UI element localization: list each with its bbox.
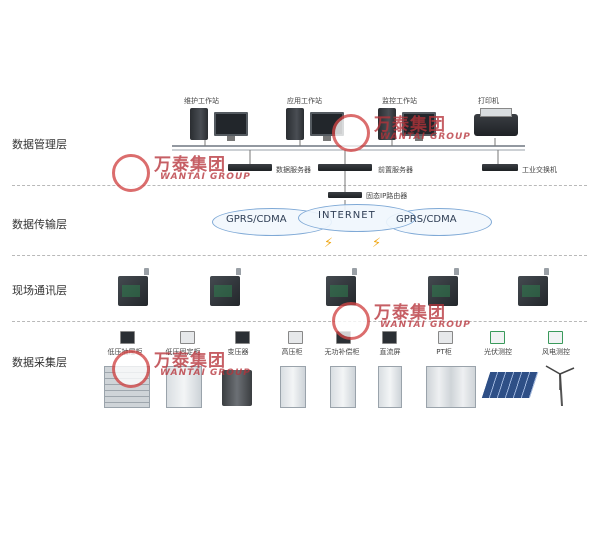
equipment-label: 风电测控 xyxy=(542,348,570,356)
field-gateway-icon xyxy=(210,276,240,306)
pt-cabinet xyxy=(426,366,476,408)
wantai-logo-icon xyxy=(112,154,150,192)
monitoring-workstation-monitor xyxy=(402,112,436,141)
server-label: 前置服务器 xyxy=(378,166,413,174)
meter-icon xyxy=(438,331,453,344)
maintenance-workstation-tower xyxy=(190,108,208,140)
server-label: 数据服务器 xyxy=(276,166,311,174)
workstation-label: 维护工作站 xyxy=(184,97,219,105)
meter-icon xyxy=(490,331,505,344)
switch-label: 工业交换机 xyxy=(522,166,557,174)
field-gateway-icon xyxy=(118,276,148,306)
meter-icon xyxy=(235,331,250,344)
low-voltage-fixed-cabinet xyxy=(166,366,202,408)
equipment-label: 光伏测控 xyxy=(484,348,512,356)
wantai-logo-icon xyxy=(112,350,150,388)
layer-label-acquisition: 数据采集层 xyxy=(12,356,67,369)
network-label: GPRS/CDMA xyxy=(396,214,457,225)
workstation-label: 监控工作站 xyxy=(382,97,417,105)
field-gateway-icon xyxy=(326,276,356,306)
layer-divider xyxy=(12,321,587,322)
equipment-label: 变压器 xyxy=(227,348,249,356)
antenna-icon xyxy=(144,268,149,275)
meter-icon xyxy=(288,331,303,344)
layer-label-field: 现场通讯层 xyxy=(12,284,67,297)
equipment-label: 直流屏 xyxy=(379,348,401,356)
layer-label-transmission: 数据传输层 xyxy=(12,218,67,231)
layer-divider xyxy=(12,185,587,186)
wireless-lightning-icon: ⚡ xyxy=(324,236,334,251)
router-label: 固态IP路由器 xyxy=(366,192,408,200)
network-label: GPRS/CDMA xyxy=(226,214,287,225)
wantai-logo-icon xyxy=(332,114,370,152)
dc-panel xyxy=(378,366,402,408)
equipment-label: 无功补偿柜 xyxy=(324,348,360,356)
antenna-icon xyxy=(544,268,549,275)
wantai-logo-icon xyxy=(332,302,370,340)
field-gateway-icon xyxy=(518,276,548,306)
layer-label-management: 数据管理层 xyxy=(12,138,67,151)
printer-icon xyxy=(474,114,518,136)
equipment-label: 高压柜 xyxy=(281,348,303,356)
router-icon xyxy=(328,192,362,198)
industrial-switch-icon xyxy=(482,164,518,171)
printer-label: 打印机 xyxy=(478,97,499,105)
transformer-icon xyxy=(222,370,252,406)
field-gateway-icon xyxy=(428,276,458,306)
meter-icon xyxy=(120,331,135,344)
reactive-compensation-cabinet xyxy=(330,366,356,408)
meter-icon xyxy=(180,331,195,344)
solar-panel-icon xyxy=(481,372,539,398)
network-cloud-center xyxy=(298,204,416,232)
wireless-lightning-icon: ⚡ xyxy=(372,236,382,251)
meter-icon xyxy=(548,331,563,344)
data-server-icon xyxy=(228,164,272,171)
wind-turbine-icon xyxy=(545,365,575,407)
printer-paper xyxy=(480,108,512,117)
meter-icon xyxy=(382,331,397,344)
workstation-label: 应用工作站 xyxy=(287,97,322,105)
high-voltage-cabinet xyxy=(280,366,306,408)
application-workstation-tower xyxy=(286,108,304,140)
antenna-icon xyxy=(352,268,357,275)
equipment-label: 低压固定柜 xyxy=(165,348,201,356)
monitoring-workstation-tower xyxy=(378,108,396,140)
network-label: INTERNET xyxy=(318,210,376,221)
maintenance-workstation-monitor xyxy=(214,112,248,141)
antenna-icon xyxy=(236,268,241,275)
antenna-icon xyxy=(454,268,459,275)
equipment-label: PT柜 xyxy=(436,348,452,356)
layer-divider xyxy=(12,255,587,256)
front-server-icon xyxy=(318,164,372,171)
